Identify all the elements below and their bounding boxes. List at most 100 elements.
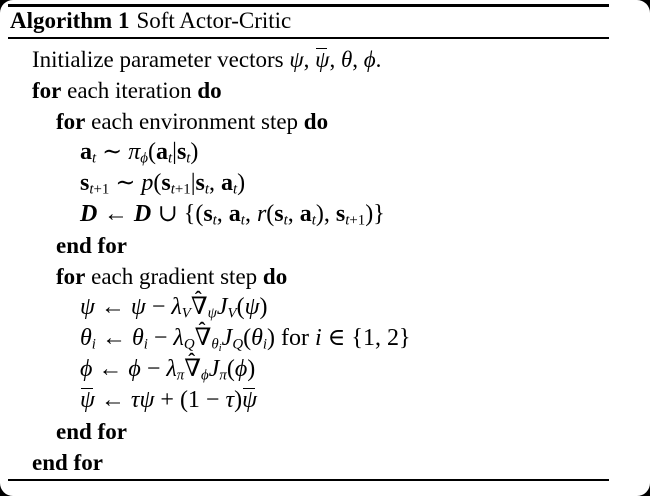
token: ϕ <box>363 47 376 72</box>
token: i <box>314 325 322 351</box>
algorithm-line: st+1 ∼ p(st+1|st, at) <box>0 168 650 199</box>
token: ) <box>267 325 275 351</box>
token: i <box>218 341 222 354</box>
caption-rule-divider <box>8 37 609 39</box>
token: λ <box>166 356 177 382</box>
token: λ <box>173 325 184 351</box>
token: t <box>233 181 238 198</box>
token: ( <box>153 170 162 196</box>
token: p <box>141 170 154 196</box>
token: π <box>176 367 185 384</box>
token: π <box>128 139 141 165</box>
token: ψ <box>130 294 146 320</box>
token: a <box>155 139 168 165</box>
token: V <box>181 305 191 322</box>
token: , <box>244 201 257 227</box>
token: do <box>262 264 288 289</box>
token: ← <box>97 201 134 227</box>
token: ψ <box>207 305 217 322</box>
token: θ <box>251 325 263 351</box>
token: ϕ <box>128 356 141 382</box>
algorithm-line: for each gradient step do <box>0 261 650 292</box>
algorithm-label: Algorithm 1 <box>10 8 130 33</box>
token: t <box>170 181 175 198</box>
token: ← <box>94 294 131 320</box>
algorithm-line: ψ ← ψ − λVˆ∇ψJV(ψ) <box>80 288 268 322</box>
token: +1 <box>93 181 110 198</box>
token: each gradient step <box>85 264 263 289</box>
token: +1 <box>174 181 191 198</box>
algorithm-title: Soft Actor-Critic <box>136 8 292 33</box>
token: D <box>80 201 98 227</box>
algorithm-line: end for <box>0 230 650 261</box>
token: t <box>204 181 210 198</box>
token: end for <box>32 450 103 475</box>
token: ← <box>95 325 132 351</box>
token: a <box>299 201 312 227</box>
algorithm-line: end for <box>0 416 650 447</box>
token: ) <box>259 294 268 320</box>
token: θ <box>80 325 92 351</box>
token: ← <box>94 387 131 413</box>
token: s <box>161 170 171 196</box>
token: ψ <box>80 387 95 413</box>
token: τ <box>130 387 140 413</box>
token: ∼ <box>109 170 142 196</box>
token: Q <box>232 336 244 353</box>
token: )} <box>365 201 385 227</box>
token: end for <box>56 233 127 258</box>
token: ) <box>247 356 256 382</box>
token: V <box>227 305 237 322</box>
token: ( <box>266 201 275 227</box>
token: each iteration <box>61 78 198 103</box>
token: for <box>56 109 86 134</box>
token: ϕ <box>201 367 209 384</box>
token: t <box>186 150 191 167</box>
token: ) <box>234 387 243 413</box>
token: a <box>221 170 234 196</box>
algorithm-line: ψ ← τψ + (1 − τ)ψ <box>0 385 650 416</box>
token: Initialize parameter vectors <box>32 47 290 72</box>
token: Q <box>183 336 195 353</box>
token: t <box>311 212 316 229</box>
token: t <box>345 212 350 229</box>
algorithm-line: Initialize parameter vectors ψ, ψ, θ, ϕ. <box>0 44 650 75</box>
token: , <box>216 201 229 227</box>
token: ∼ <box>96 139 129 165</box>
token: t <box>240 212 245 229</box>
token: ϕ <box>234 356 248 382</box>
token: ( <box>226 356 235 382</box>
token: , <box>287 201 300 227</box>
token: ( <box>243 325 252 351</box>
token: t <box>89 181 94 198</box>
algorithm-line: θi ← θi − λQˆ∇θiJQ(θi) for i ∈ {1, 2} <box>80 319 411 354</box>
token: s <box>203 201 213 227</box>
token: s <box>195 170 205 196</box>
token: i <box>91 336 96 353</box>
token: ∇ <box>190 294 208 320</box>
token: a <box>80 139 92 165</box>
algorithm-line: at ∼ πϕ(at|st) <box>0 137 650 168</box>
token: ϕ <box>80 356 93 382</box>
algorithm-line: ϕ ← ϕ − λπˆ∇ϕJπ(ϕ) <box>80 350 256 384</box>
token: θ <box>340 47 353 72</box>
token: for <box>56 264 86 289</box>
token: J <box>216 294 228 320</box>
token: ( <box>236 294 245 320</box>
token: i <box>143 336 148 353</box>
token: t <box>92 150 97 167</box>
token: ) <box>190 139 199 165</box>
token: s <box>274 201 284 227</box>
token: λ <box>171 294 182 320</box>
token: ψ <box>315 47 330 72</box>
token: J <box>208 356 220 382</box>
token: , <box>303 47 316 72</box>
token: − <box>147 325 174 351</box>
token: s <box>80 170 90 196</box>
token: s <box>335 201 346 227</box>
token: ψ <box>242 387 257 413</box>
token: i <box>262 336 267 353</box>
token: ∇ <box>184 356 202 382</box>
algorithm-caption: Algorithm 1 Soft Actor-Critic <box>10 6 291 36</box>
algorithm-line: end for <box>0 447 650 478</box>
